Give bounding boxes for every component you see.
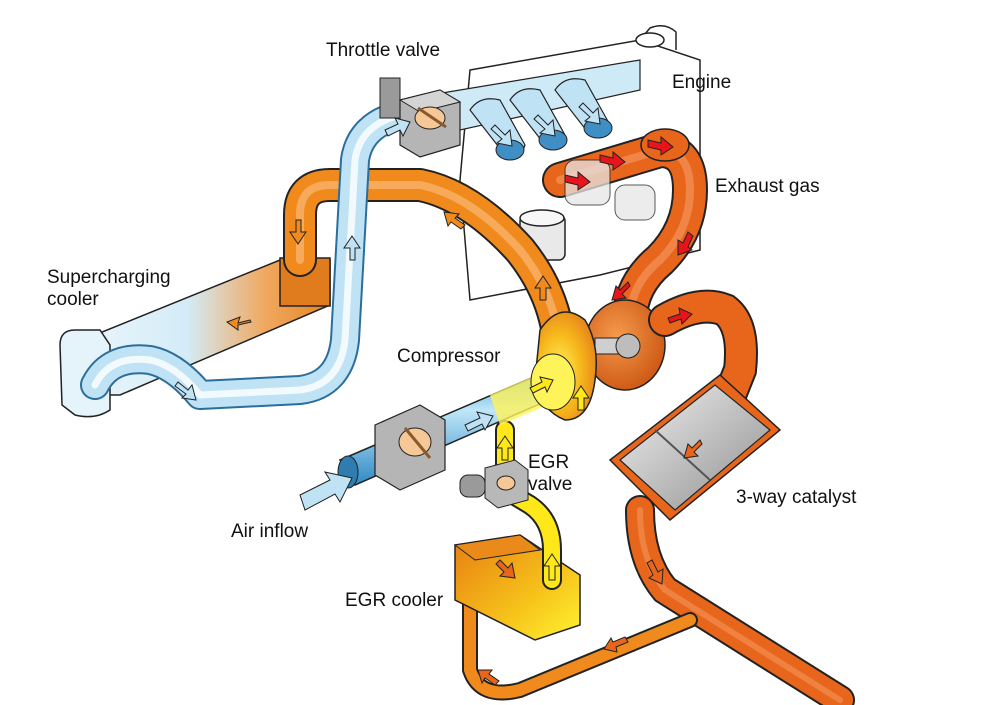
exhaust-arrow [564, 170, 591, 191]
label-air-inflow: Air inflow [231, 521, 309, 542]
egr-valve [459, 459, 529, 509]
air-inflow-arrow [299, 471, 353, 511]
exhaust-manifold [542, 128, 708, 338]
exhaust-arrow [647, 135, 674, 156]
charge-arrow [225, 316, 252, 331]
egr-loop-pipe [462, 592, 698, 701]
air-inflow-tube [337, 365, 561, 491]
turbine-outlet-pipe [648, 289, 758, 412]
egr-gas-pipe [495, 420, 562, 590]
exhaust-arrow [667, 307, 693, 326]
flow-arrows [174, 102, 703, 686]
intake-arrow [490, 124, 513, 147]
tail-pipe [625, 495, 855, 705]
egr-return-arrow [603, 636, 629, 653]
exhaust-arrow [611, 281, 631, 301]
egr-cooler-arrow [495, 559, 516, 579]
charge-arrow [534, 275, 552, 301]
compressor-arrow [529, 376, 554, 394]
label-egr-valve: EGR valve [528, 452, 573, 495]
label-throttle-valve: Throttle valve [326, 40, 441, 61]
tailpipe-arrow [646, 559, 664, 585]
intake-arrow [384, 117, 411, 138]
charge-arrow [443, 211, 466, 230]
compressor-arrow [572, 385, 590, 411]
throttle-valve [379, 77, 462, 158]
label-compressor: Compressor [397, 346, 501, 367]
label-three-way-catalyst: 3-way catalyst [736, 487, 857, 508]
egr-arrow [496, 435, 514, 461]
hot-charge-pipe [283, 168, 577, 377]
intake-arrow [343, 235, 361, 261]
egr-return-arrow [477, 669, 500, 686]
intake-arrow [174, 381, 197, 401]
label-exhaust-gas: Exhaust gas [715, 176, 820, 197]
label-egr-cooler: EGR cooler [345, 590, 444, 611]
exhaust-arrow [677, 231, 694, 256]
intake-arrow [464, 411, 494, 432]
catalyst-arrow [683, 439, 703, 459]
compressor [530, 311, 597, 421]
intake-arrow [533, 114, 556, 137]
intake-manifold [428, 59, 641, 161]
intake-arrow [578, 102, 601, 125]
exhaust-arrow [599, 150, 626, 171]
cooled-intake-pipe [80, 97, 445, 410]
label-engine: Engine [672, 72, 732, 93]
egr-arrow [543, 553, 561, 581]
label-supercharging-cooler: Supercharging cooler [47, 267, 171, 310]
charge-arrow [289, 219, 307, 245]
